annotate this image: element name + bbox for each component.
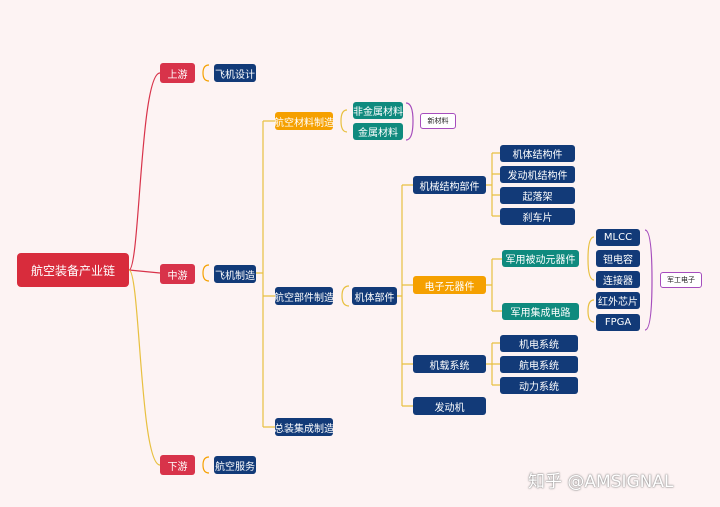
tag-military-electronics: 军工电子 xyxy=(660,272,702,288)
node-aviation-services[interactable]: 航空服务 xyxy=(214,456,256,474)
node-electronic-components[interactable]: 电子元器件 xyxy=(413,276,486,294)
node-engine[interactable]: 发动机 xyxy=(413,397,486,415)
node-military-passive[interactable]: 军用被动元器件 xyxy=(502,250,579,267)
node-military-ic[interactable]: 军用集成电路 xyxy=(502,303,579,320)
stage-midstream[interactable]: 中游 xyxy=(160,264,195,284)
node-fpga[interactable]: FPGA xyxy=(596,314,640,331)
tag-new-materials: 新材料 xyxy=(420,113,456,129)
node-tantalum-capacitor[interactable]: 钽电容 xyxy=(596,250,640,267)
node-avionics[interactable]: 航电系统 xyxy=(500,356,578,373)
node-landing-gear[interactable]: 起落架 xyxy=(500,187,575,204)
watermark: 知乎 @AMSIGNAL xyxy=(528,472,674,492)
node-metal-materials[interactable]: 金属材料 xyxy=(353,123,403,140)
node-connector[interactable]: 连接器 xyxy=(596,271,640,288)
node-brake-pads[interactable]: 刹车片 xyxy=(500,208,575,225)
root-node[interactable]: 航空装备产业链 xyxy=(17,253,129,287)
node-mechanical-parts[interactable]: 机械结构部件 xyxy=(413,176,486,194)
node-airborne-systems[interactable]: 机载系统 xyxy=(413,355,486,373)
node-infrared-chip[interactable]: 红外芯片 xyxy=(596,292,640,309)
node-airframe-structure[interactable]: 机体结构件 xyxy=(500,145,575,162)
stage-upstream[interactable]: 上游 xyxy=(160,63,195,83)
node-non-metal-materials[interactable]: 非金属材料 xyxy=(353,102,403,119)
node-aircraft-manufacturing[interactable]: 飞机制造 xyxy=(214,265,256,283)
node-final-assembly[interactable]: 总装集成制造 xyxy=(274,418,334,436)
node-aircraft-design[interactable]: 飞机设计 xyxy=(214,64,256,82)
node-aero-parts[interactable]: 航空部件制造 xyxy=(274,287,334,305)
node-airframe-parts[interactable]: 机体部件 xyxy=(352,287,397,305)
node-aero-materials[interactable]: 航空材料制造 xyxy=(274,112,334,130)
node-mlcc[interactable]: MLCC xyxy=(596,229,640,246)
node-power-systems[interactable]: 动力系统 xyxy=(500,377,578,394)
node-electromechanical[interactable]: 机电系统 xyxy=(500,335,578,352)
stage-downstream[interactable]: 下游 xyxy=(160,455,195,475)
node-engine-structure[interactable]: 发动机结构件 xyxy=(500,166,575,183)
